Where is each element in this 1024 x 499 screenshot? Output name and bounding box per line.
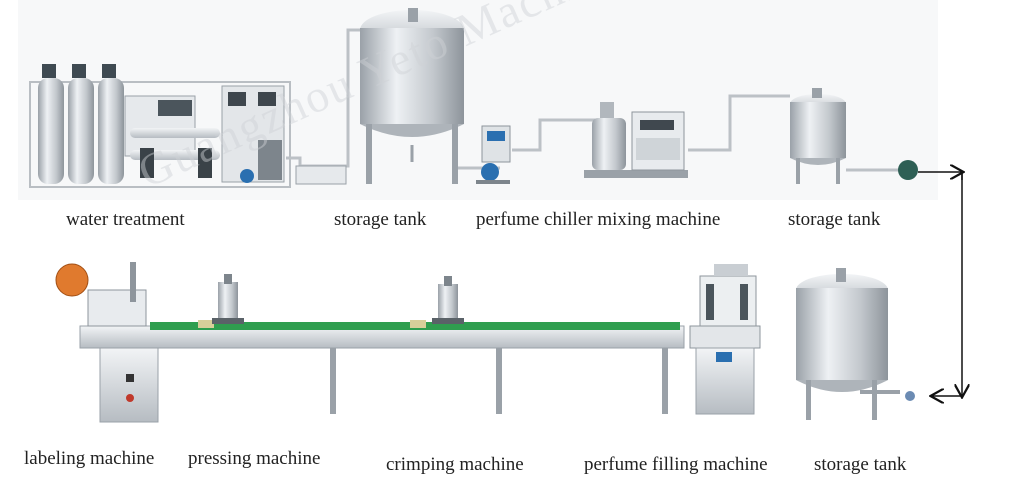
pressing-machine xyxy=(212,274,244,324)
filter-box xyxy=(295,165,347,185)
transfer-pump xyxy=(898,160,918,180)
label-labeling-machine: labeling machine xyxy=(24,448,155,469)
storage-tank-2 xyxy=(790,88,846,184)
storage-tank-1 xyxy=(360,8,464,184)
water-treatment-unit xyxy=(29,64,291,188)
label-crimping-machine: crimping machine xyxy=(386,454,524,475)
flow-arrows xyxy=(918,172,962,396)
filling-machine xyxy=(689,264,761,415)
storage-tank-3 xyxy=(796,268,915,420)
chiller-mixing-machine xyxy=(584,102,688,178)
label-storage-tank-1: storage tank xyxy=(334,209,427,230)
conveyor-line xyxy=(79,320,685,414)
label-chiller-mixing-machine: perfume chiller mixing machine xyxy=(476,209,721,230)
label-filling-machine: perfume filling machine xyxy=(584,454,768,475)
controller-pump xyxy=(476,125,511,184)
label-storage-tank-2: storage tank xyxy=(788,209,881,230)
label-water-treatment: water treatment xyxy=(66,209,185,230)
label-storage-tank-3: storage tank xyxy=(814,454,907,475)
crimping-machine xyxy=(432,276,464,324)
label-pressing-machine: pressing machine xyxy=(188,448,321,469)
labeling-machine xyxy=(55,262,159,423)
